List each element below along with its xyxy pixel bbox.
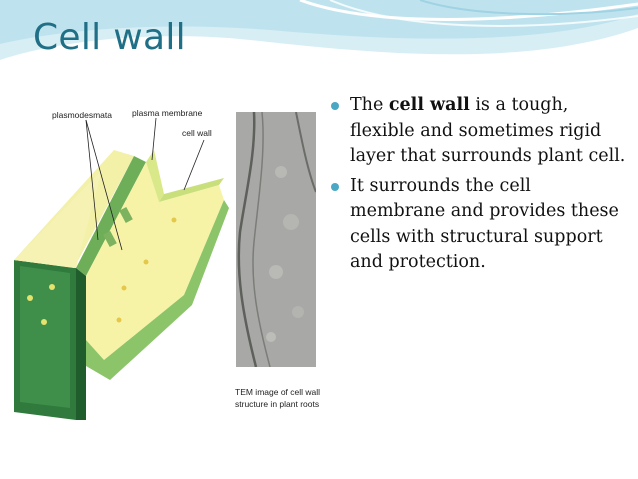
tem-caption-line2: structure in plant roots bbox=[235, 399, 320, 409]
bullet-1-post: is a tough, flexible and sometimes rigid… bbox=[350, 95, 626, 166]
bullet-dot-icon bbox=[331, 182, 339, 191]
slide-title: Cell wall bbox=[33, 17, 186, 58]
bullet-dot-icon bbox=[331, 102, 339, 110]
bullet-1-pre: The bbox=[350, 95, 389, 115]
bullet-cell-wall-definition: The cell wall is a tough, flexible and s… bbox=[330, 93, 630, 170]
bullet-cell-wall-function: It surrounds the cell membrane and provi… bbox=[330, 174, 630, 276]
tem-caption: TEM image of cell wall structure in plan… bbox=[235, 386, 321, 410]
label-plasmodesmata: plasmodesmata bbox=[52, 110, 113, 120]
bullet-list: The cell wall is a tough, flexible and s… bbox=[330, 93, 630, 276]
label-cell-wall: cell wall bbox=[182, 128, 212, 138]
cell-wall-figure: plasmodesmata plasma membrane cell wall … bbox=[14, 90, 320, 426]
tem-micrograph bbox=[236, 112, 316, 367]
header-swoosh bbox=[0, 0, 638, 60]
cell-wall-diagram bbox=[14, 117, 229, 420]
bullet-1-bold-term: cell wall bbox=[388, 95, 470, 115]
bullet-2-text: It surrounds the cell membrane and provi… bbox=[350, 175, 619, 273]
tem-caption-line1: TEM image of cell wall bbox=[235, 387, 321, 397]
label-plasma-membrane: plasma membrane bbox=[132, 108, 203, 118]
